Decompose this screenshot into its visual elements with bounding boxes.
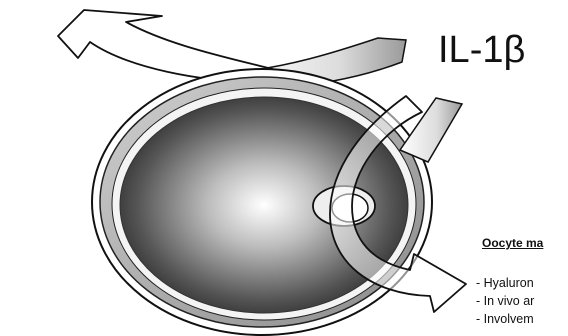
oocyte bbox=[92, 69, 432, 335]
page-title: IL-1β bbox=[438, 30, 525, 70]
caption-item: - Hyaluron bbox=[476, 274, 534, 292]
caption-item: - In vivo ar bbox=[476, 292, 534, 310]
caption-list: - Hyaluron - In vivo ar - Involvem bbox=[476, 274, 534, 328]
caption-heading: Oocyte ma bbox=[482, 236, 543, 250]
caption-item: - Involvem bbox=[476, 310, 534, 328]
